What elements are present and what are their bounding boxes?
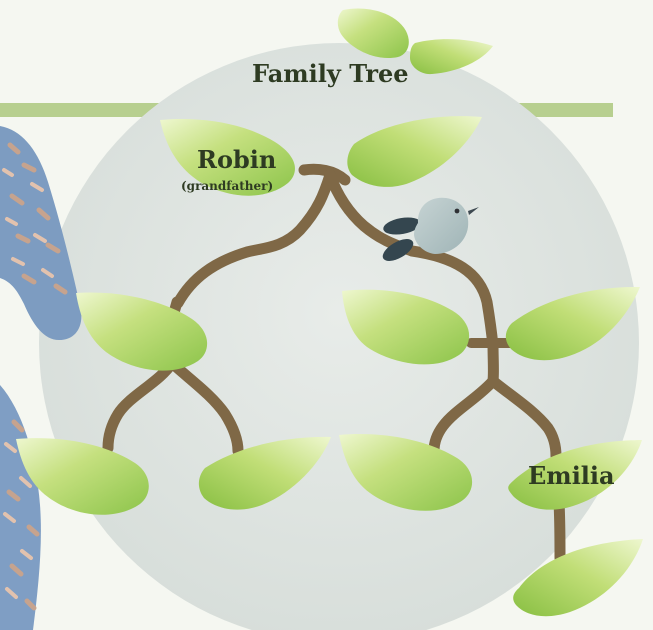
robin-name: Robin: [197, 148, 276, 172]
emilia-name: Emilia: [528, 464, 615, 488]
emilia-stem: [559, 503, 560, 558]
robin-role: (grandfather): [181, 180, 273, 192]
bird-eye: [455, 209, 460, 214]
diagram-title: Family Tree: [252, 62, 409, 86]
